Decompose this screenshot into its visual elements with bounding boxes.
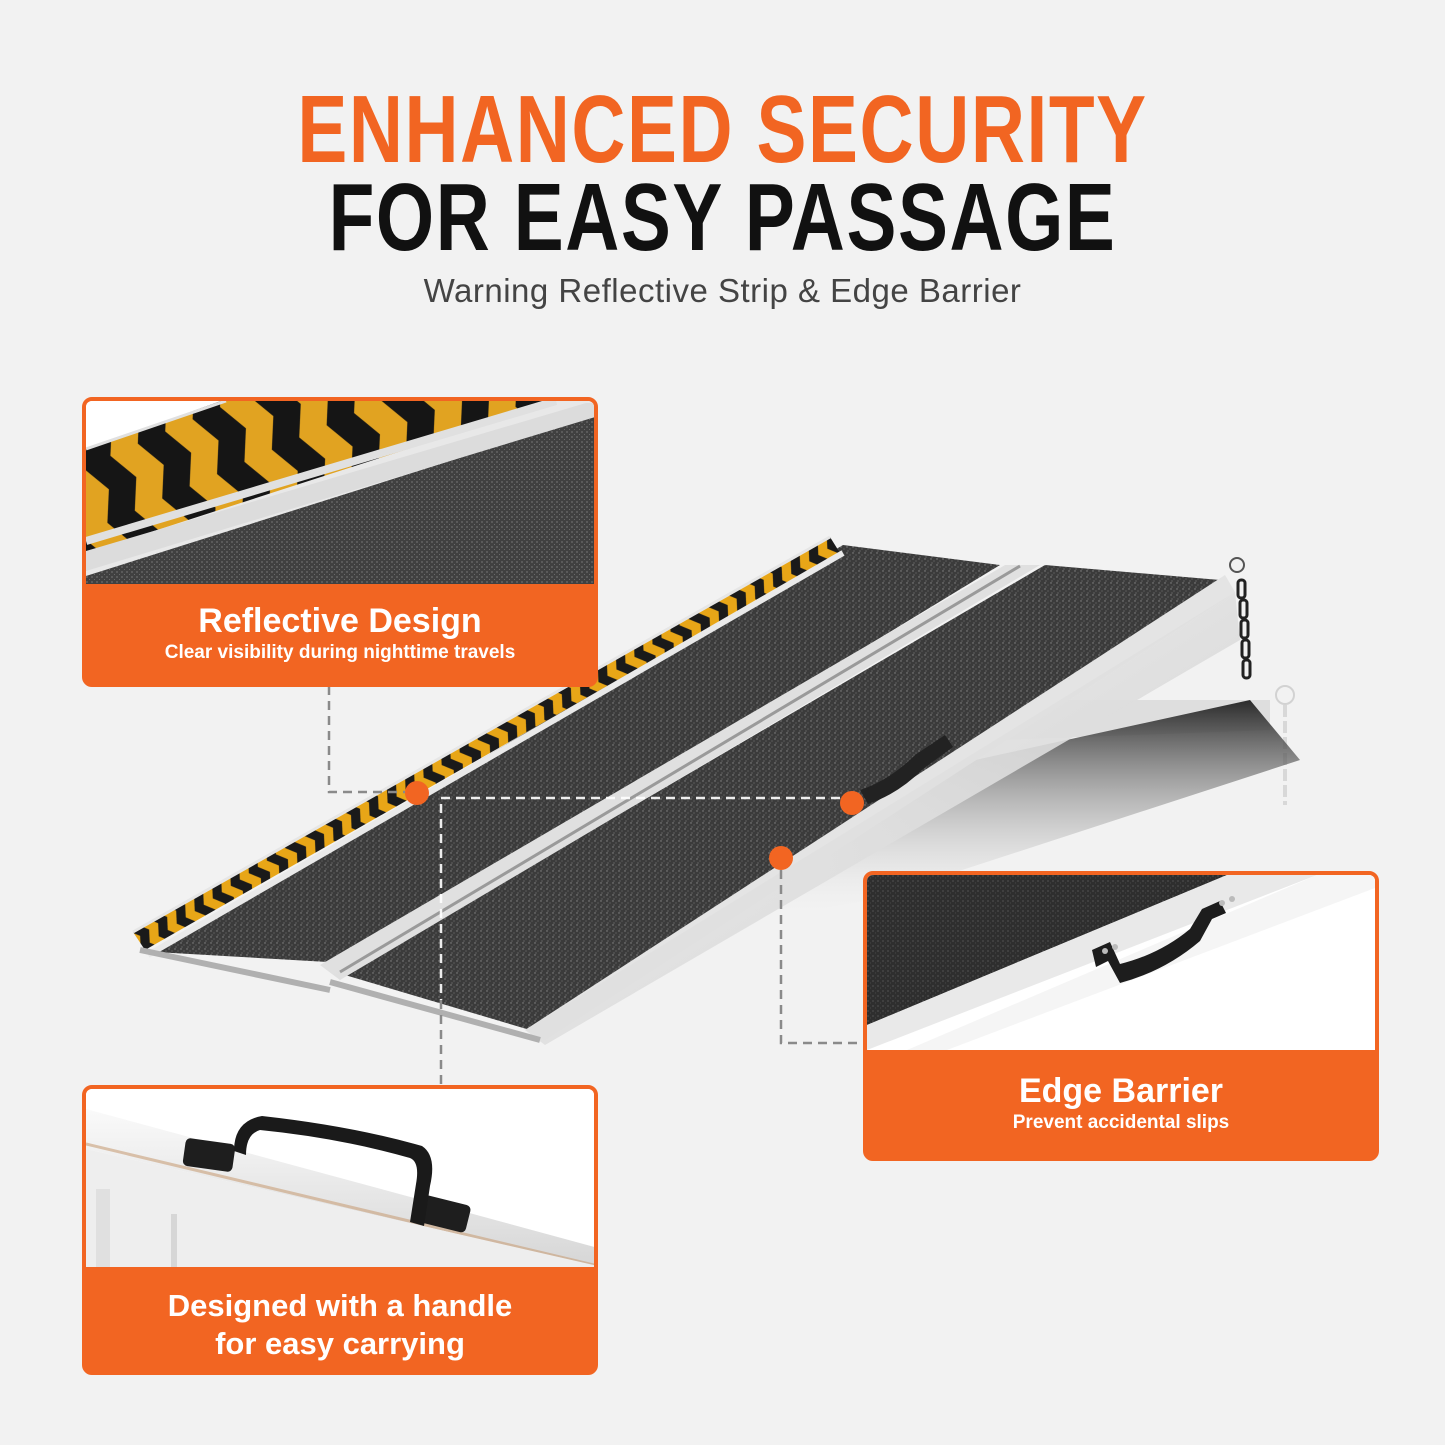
callout-title-line2: for easy carrying	[215, 1326, 465, 1361]
safety-chain	[1229, 557, 1252, 680]
carry-handle	[860, 735, 953, 804]
subtitle: Warning Reflective Strip & Edge Barrier	[423, 272, 1022, 309]
callout-title: Reflective Design	[198, 602, 482, 640]
edge-barrier-photo	[867, 875, 1375, 1050]
callout-description: Prevent accidental slips	[1012, 1112, 1230, 1133]
reflective-strip	[133, 537, 840, 950]
callout-dot-reflective[interactable]	[405, 781, 429, 805]
ramp-left-panel	[155, 545, 1000, 963]
callout-card-edge: Edge Barrier Prevent accidental slips	[863, 871, 1379, 1161]
callout-card-handle: Designed with a handle for easy carrying	[82, 1085, 598, 1375]
callout-title-line1: Designed with a handle	[167, 1288, 513, 1323]
handle-grip-icon	[234, 1116, 433, 1226]
callout-card-reflective: Reflective Design Clear visibility durin…	[82, 397, 598, 687]
handle-base-left	[182, 1138, 236, 1172]
reflective-strip-photo	[86, 401, 594, 584]
headline-secondary: FOR EASY PASSAGE	[328, 164, 1117, 271]
callout-title: Edge Barrier	[1018, 1072, 1224, 1110]
callout-description: Clear visibility during nighttime travel…	[164, 642, 516, 663]
ramp-right-panel	[345, 565, 1220, 1030]
headline-primary: ENHANCED SECURITY	[297, 76, 1148, 183]
callout-dot-edge[interactable]	[769, 846, 793, 870]
carry-handle-photo	[86, 1089, 594, 1267]
callout-connectors	[327, 686, 405, 794]
handle-icon	[1092, 901, 1226, 983]
callout-dot-handle[interactable]	[840, 791, 864, 815]
